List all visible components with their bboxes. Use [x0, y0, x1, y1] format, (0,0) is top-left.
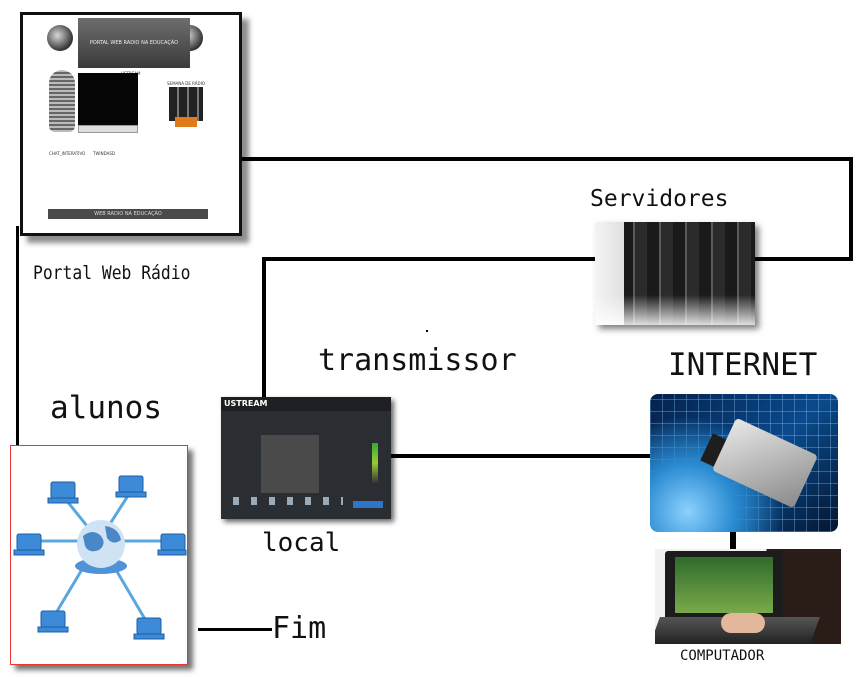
portal-link-chat[interactable]: CHAT_INTERATIVO: [49, 151, 86, 156]
transmitter-preview: [261, 435, 319, 493]
link-portal-servers-h1: [236, 157, 853, 161]
link-servers-transmitter-h: [262, 257, 595, 261]
end-label: Fim: [272, 611, 327, 646]
microphone-icon: [49, 70, 75, 132]
portal-link-secondary[interactable]: TWINDASD: [93, 151, 115, 156]
portal-thumbnail[interactable]: PORTAL WEB RADIO NA EDUCAÇÃO USTREAM SEM…: [20, 12, 242, 236]
side-caption: SEMANA DE RÁDIO: [167, 81, 205, 86]
laptop-icon: [157, 533, 187, 556]
stray-dot: [426, 330, 428, 332]
laptop-icon: [13, 533, 45, 556]
transmitter-sublabel: local: [262, 528, 341, 558]
link-students-end: [198, 628, 272, 631]
computer-image: [655, 549, 841, 644]
portal-banner: PORTAL WEB RADIO NA EDUCAÇÃO: [78, 18, 190, 68]
link-servers-right-h: [755, 257, 853, 261]
laptop-icon: [133, 617, 165, 640]
internet-label: INTERNET: [668, 347, 818, 383]
students-label: alunos: [50, 390, 162, 426]
link-portal-students-v: [16, 226, 19, 446]
portal-label: Portal Web Rádio: [33, 262, 191, 284]
transmitter-controls[interactable]: [233, 497, 343, 505]
portal-video-screen: [78, 73, 138, 125]
internet-image: [650, 394, 838, 532]
transmitter-brand: USTREAM: [224, 399, 268, 408]
portal-footer: WEB RADIO NA EDUCAÇÃO: [48, 209, 208, 219]
transmitter-topbar: [221, 397, 391, 411]
laptop-icon: [47, 481, 79, 504]
transmitter-label: transmissor: [318, 343, 517, 378]
portal-player-bar: [78, 125, 138, 133]
laptop-icon: [115, 475, 147, 498]
ethernet-plug-icon: [711, 417, 819, 509]
radio-disc-left-icon: [47, 25, 73, 51]
server-rack-icon: [595, 222, 755, 325]
link-internet-computer: [730, 532, 736, 549]
computer-label: COMPUTADOR: [680, 648, 765, 664]
link-internet-transmitter: [391, 454, 651, 458]
portal-orange-badge: [175, 117, 197, 127]
servers-label: Servidores: [590, 186, 729, 212]
students-network: [10, 445, 188, 665]
speaker-icon: [169, 87, 203, 121]
link-servers-transmitter-v: [262, 257, 266, 399]
broadcast-button[interactable]: [353, 501, 383, 508]
laptop-icon: [37, 610, 69, 633]
network-diagram: [13, 475, 187, 640]
audio-meter: [372, 443, 378, 483]
link-portal-servers-v: [849, 157, 853, 261]
transmitter-window[interactable]: USTREAM: [221, 397, 391, 519]
globe-icon: [75, 520, 127, 574]
